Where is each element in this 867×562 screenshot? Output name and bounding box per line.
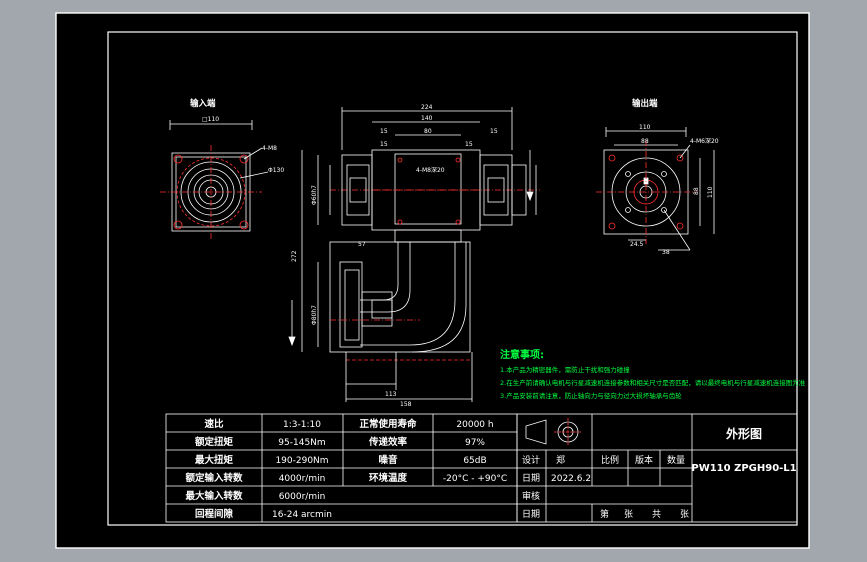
spec-label2-1: 传递效率 [368,436,408,448]
note-item-1: 1.本产品为精密器件，需防止干扰和强力碰撞 [500,365,630,374]
scale-label: 比例 [601,454,619,466]
spec-value2-3: -20°C - +90°C [443,474,507,484]
dim-left-v: Φ60h7 [311,185,318,205]
spec-label-5: 回程间隙 [195,508,234,520]
dim-224: 224 [421,104,433,111]
dim-80: 80 [424,128,432,135]
note-item-2: 2.在生产前请确认电机与行星减速机连接参数和相关尺寸是否匹配，请以最终电机与行星… [500,378,806,387]
dim-square-110: □110 [202,116,219,123]
spec-value-4: 6000r/min [279,492,326,502]
spec-label-0: 速比 [204,418,224,430]
spec-value-3: 4000r/min [279,474,326,484]
dim-15-d: 15 [465,141,473,148]
qty-label: 数量 [667,454,685,466]
spec-label2-2: 噪音 [378,454,398,466]
spec-table: 速比 1:3-1:10 正常使用寿命 20000 h 额定扭矩 95-145Nm… [185,418,507,520]
spec-value2-0: 20000 h [456,420,493,430]
spec-value-1: 95-145Nm [278,438,325,448]
spec-value2-1: 97% [465,438,485,448]
spec-table-grid [165,413,518,523]
spec-label-3: 额定输入转数 [185,472,243,484]
dim-24-5: 24.5 [630,241,644,248]
dim-110v: 110 [707,186,714,198]
date-value: 2022.6.2 [551,474,591,484]
dim-15-c: 15 [380,141,388,148]
dim-113: 113 [385,391,397,398]
label-input-end: 输入端 [190,98,216,109]
dim-88v: 88 [693,187,700,195]
dim-circle-130: Φ130 [268,167,284,174]
sheet-label-1: 第 [600,508,609,520]
label-output-end: 输出端 [632,98,658,109]
date-label: 日期 [522,473,540,484]
sheet-label-3: 共 [652,509,661,520]
spec-value2-2: 65dB [463,456,486,466]
dim-4-m8-side: 4-M8深20 [416,166,445,174]
sheet-label-2: 张 [624,509,633,520]
spec-label2-0: 正常使用寿命 [359,418,417,430]
drawing-sheet [55,12,810,549]
dim-holes: 4-M8 [262,145,277,152]
drawing-title: 外形图 [726,426,762,441]
notes-title: 注意事项: [500,348,544,361]
dim-158: 158 [400,401,412,408]
dim-140: 140 [421,115,433,122]
spec-label-1: 额定扭矩 [195,436,234,448]
dim-left-v2: Φ80h7 [311,305,318,325]
output-end-view [596,127,715,251]
dim-272: 272 [291,250,298,262]
dim-38: 38 [662,249,670,256]
title-block-grid [516,413,798,523]
spec-value-5: 16-24 arcmin [272,510,332,520]
sheet-label-4: 张 [680,509,689,520]
version-label: 版本 [635,454,653,466]
dim-88-out: 88 [641,138,649,145]
dim-4-m6-out: 4-M6深20 [690,137,719,145]
front-view [288,107,540,402]
spec-value-0: 1:3-1:10 [283,420,321,430]
drawing-frame [107,31,798,526]
model-number: PW110 ZPGH90-L1 [691,463,796,474]
title-block: 外形图 PW110 ZPGH90-L1 设计 郑 日期 2022.6.2 审核 … [522,426,797,520]
design-label: 设计 [522,454,540,466]
spec-label-4: 最大输入转数 [185,490,243,502]
dim-15-a: 15 [380,128,388,135]
review-label: 审核 [522,490,540,502]
spec-label2-3: 环境温度 [369,472,408,484]
spec-value-2: 190-290Nm [275,456,328,466]
design-value: 郑 [556,454,565,466]
dim-110-out: 110 [639,124,651,131]
dim-15-b: 15 [490,128,498,135]
note-item-3: 3.产品安装前请注意，防止轴向力与径向力过大损坏轴承与齿轮 [500,391,682,400]
spec-label-2: 最大扭矩 [195,454,234,466]
date2-label: 日期 [522,509,540,520]
dim-57: 57 [358,241,366,248]
input-end-view [160,120,269,240]
